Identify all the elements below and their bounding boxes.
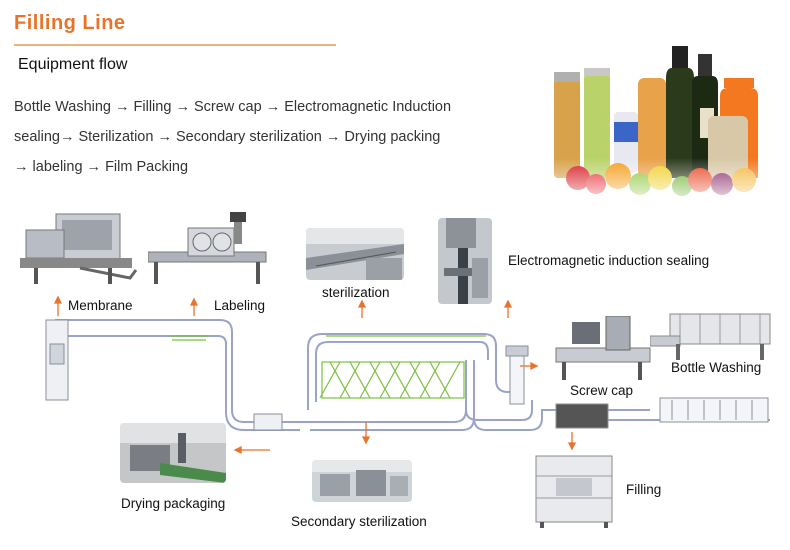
page-title: Filling Line: [14, 12, 126, 34]
section-subtitle: Equipment flow: [18, 56, 128, 73]
label-labeling: Labeling: [214, 298, 266, 313]
label-bottle-washing: Bottle Washing: [671, 360, 762, 375]
secondary-sterilization-photo: [312, 460, 412, 502]
label-drying-packaging: Drying packaging: [121, 496, 226, 511]
labeling-machine-image: [148, 212, 267, 284]
bottles-photo: [548, 46, 780, 204]
drying-packaging-photo: [120, 423, 226, 483]
label-secondary-sterilization: Secondary sterilization: [291, 514, 427, 529]
equipment-flow-text: Bottle Washing → Filling → Screw cap → E…: [14, 92, 504, 182]
screw-cap-machine-image: [555, 316, 651, 380]
label-sterilization: sterilization: [322, 285, 390, 300]
flow-line-1: Bottle Washing → Filling → Screw cap → E…: [14, 99, 452, 115]
label-membrane: Membrane: [68, 298, 133, 313]
induction-sealing-photo: [438, 218, 492, 304]
title-underline: [14, 44, 336, 46]
flow-line-2: sealing→ Sterilization → Secondary steri…: [14, 129, 441, 145]
bottle-washing-machine-image: [650, 313, 771, 360]
flow-line-3: → labeling → Film Packing: [14, 159, 189, 175]
filling-machine-image: [535, 455, 613, 528]
membrane-machine-image: [20, 213, 138, 284]
label-induction-sealing: Electromagnetic induction sealing: [508, 253, 710, 268]
sterilization-photo: [306, 228, 404, 280]
label-screw-cap: Screw cap: [570, 383, 634, 398]
label-filling: Filling: [626, 482, 662, 497]
